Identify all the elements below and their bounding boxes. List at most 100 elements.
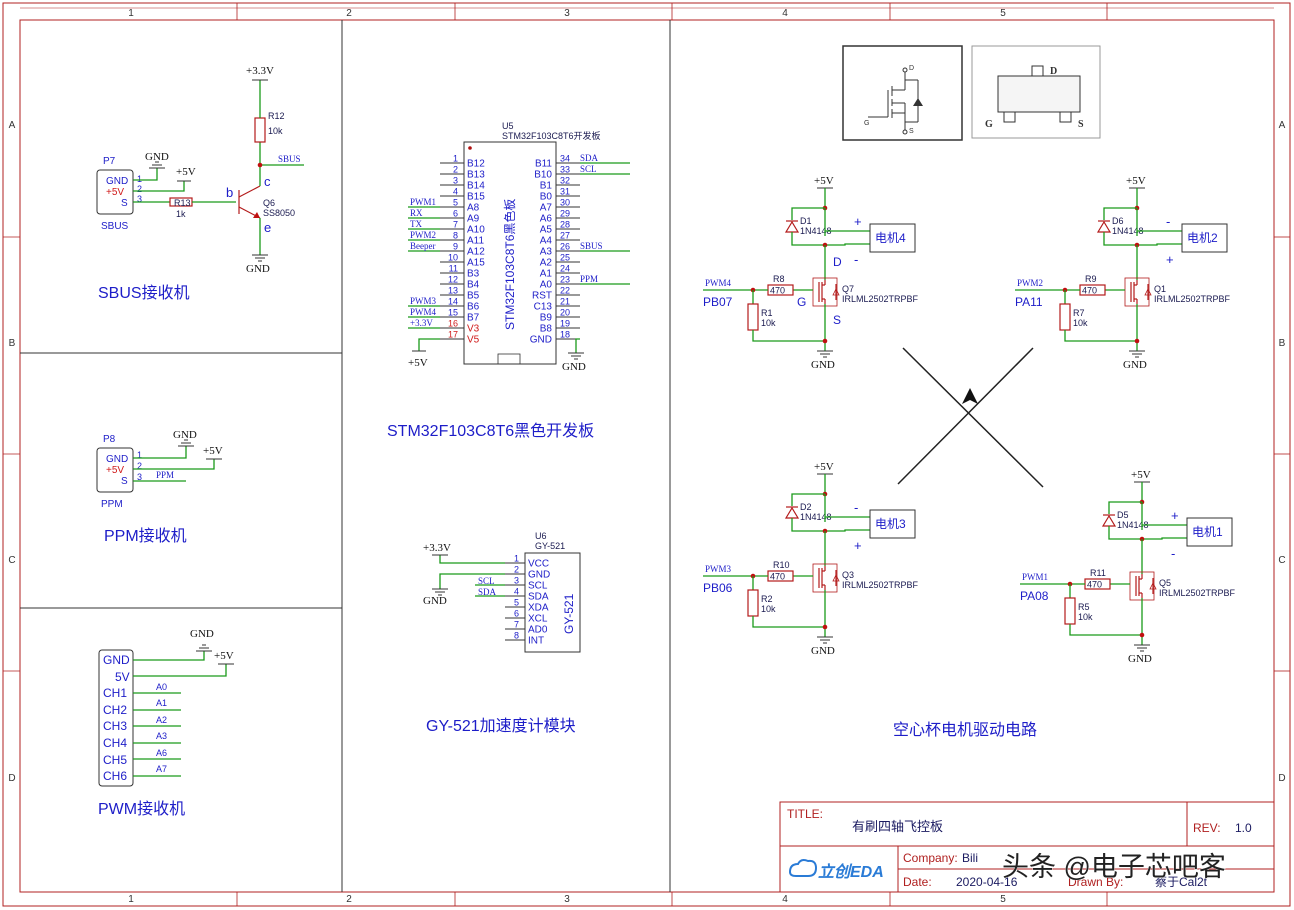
rev-label: REV:	[1193, 821, 1221, 835]
mcu-pin-name: A11	[467, 236, 484, 247]
motor-box	[869, 509, 916, 539]
row-label: C	[1278, 555, 1285, 566]
wire	[791, 207, 825, 220]
pulldown-val: 10k	[1078, 612, 1093, 622]
mcu-pin-number: 30	[560, 198, 570, 208]
mcu-pin-number: 7	[453, 220, 458, 230]
motor-title: 空心杯电机驱动电路	[893, 721, 1037, 739]
pwm-net-label: PWM4	[705, 278, 732, 288]
mcu-pin-number: 6	[453, 209, 458, 219]
pwm-pin: CH4	[103, 736, 127, 750]
mosfet-symbol-picture: D G S	[842, 45, 963, 141]
gnd-label: GND	[811, 645, 835, 657]
imu-pin-name: XDA	[528, 603, 549, 614]
gate-resistor-ref: R10	[773, 560, 790, 570]
diode-D6	[1096, 220, 1112, 233]
ppm-5v-label: +5V	[203, 445, 223, 457]
pkg-label-s: S	[1078, 119, 1084, 130]
row-label: D	[1278, 773, 1285, 784]
pwm-5v-label: +5V	[214, 650, 234, 662]
wire	[825, 529, 870, 532]
motor-label: 电机3	[875, 517, 906, 531]
ppm-pin-gnd: GND	[106, 454, 128, 465]
watermark-text: 头条 @电子芯吧客	[1002, 852, 1226, 882]
ppm-connector	[96, 447, 134, 493]
pwm-net: A1	[156, 698, 167, 708]
mcu-pin-number: 4	[453, 187, 458, 197]
imu-pin-name: VCC	[528, 559, 549, 570]
mcu-net-label: Beeper	[410, 241, 435, 251]
mcu-pin-number: 34	[560, 154, 570, 164]
date-value: 2020-04-16	[956, 875, 1018, 889]
motor-label: 电机4	[875, 231, 906, 245]
imu-sda-net: SDA	[478, 587, 497, 597]
diode-D2	[784, 506, 800, 519]
mcu-ref: U5	[502, 121, 514, 131]
ppm-title: PPM接收机	[104, 527, 187, 545]
mcu-pin-number: 2	[453, 165, 458, 175]
mosfet-ref: Q5	[1159, 578, 1171, 588]
mcu-pin-number: 33	[560, 165, 570, 175]
title-label: TITLE:	[787, 807, 823, 821]
junction	[822, 338, 828, 344]
row-label: B	[1279, 338, 1286, 349]
mcu-pin-number: 9	[453, 242, 458, 252]
diode-val: 1N4148	[1112, 226, 1144, 236]
mcu-body	[463, 141, 557, 365]
row-label: B	[9, 338, 16, 349]
title-block: TITLE: 有刷四轴飞控板 REV: 1.0 Company: Bili Da…	[779, 801, 1275, 893]
mcu-pin-name: B15	[467, 192, 485, 203]
mcu-title: STM32F103C8T6黑色开发板	[387, 422, 594, 440]
gnd-label: GND	[811, 359, 835, 371]
imu-33v-label: +3.3V	[423, 542, 451, 554]
mcu-pin-name: B9	[540, 313, 553, 324]
vcc-label: +5V	[1126, 175, 1146, 187]
pwm-pin: CH5	[103, 753, 127, 767]
imu-pin-number: 6	[514, 609, 519, 619]
ppm-pin-num: 3	[137, 472, 142, 482]
mcu-pin-name: B6	[467, 302, 480, 313]
mcu-pin-number: 5	[453, 198, 458, 208]
col-label: 5	[1000, 8, 1006, 19]
mcu-pin-name: B4	[467, 280, 480, 291]
col-label: 3	[564, 894, 570, 905]
sbus-5v-label: +5V	[176, 166, 196, 178]
imu-pin-name: XCL	[528, 614, 548, 625]
diode-ref: D6	[1112, 216, 1124, 226]
mcu-pin-name: B14	[467, 181, 485, 192]
mcu-pin-name: B5	[467, 291, 480, 302]
mcu-pin-name: B8	[540, 324, 553, 335]
pwm-net: A0	[156, 682, 167, 692]
motor-box	[1186, 517, 1233, 547]
pulldown-resistor-R5	[1064, 597, 1076, 625]
diode-val: 1N4148	[1117, 520, 1149, 530]
mcu-5v-wire	[418, 338, 440, 351]
gate-resistor-ref: R8	[773, 274, 785, 284]
imu-pin-number: 5	[514, 598, 519, 608]
sbus-pin-s: S	[121, 198, 128, 209]
row-label: A	[9, 120, 16, 131]
resistor-r12	[254, 117, 266, 143]
mcu-pin-label: PB06	[703, 581, 733, 595]
mcu-pin-number: 10	[448, 253, 458, 263]
mosfet-Q1	[1124, 277, 1152, 307]
wire	[825, 243, 870, 246]
gnd-label: GND	[1123, 359, 1147, 371]
q6-ref: Q6	[263, 198, 275, 208]
pwm-pin: CH3	[103, 719, 127, 733]
ppm-section: P8 PPM GND +5V S 1 2 3 GND +5V PPM PPM接收…	[96, 429, 223, 545]
mosfet-val: IRLML2502TRPBF	[842, 294, 919, 304]
drawn-value: 蔡于Cal2t	[1155, 875, 1208, 889]
diode-D1	[784, 220, 800, 233]
pwm-net: A2	[156, 715, 167, 725]
mcu-body-text: STM32F103C8T6黑色板	[503, 199, 517, 330]
mcu-pin-name: B11	[535, 159, 552, 170]
mcu-pin-number: 17	[448, 330, 458, 340]
mcu-pin-name: C13	[534, 302, 553, 313]
r13-ref: R13	[174, 198, 191, 208]
imu-scl-net: SCL	[478, 576, 495, 586]
